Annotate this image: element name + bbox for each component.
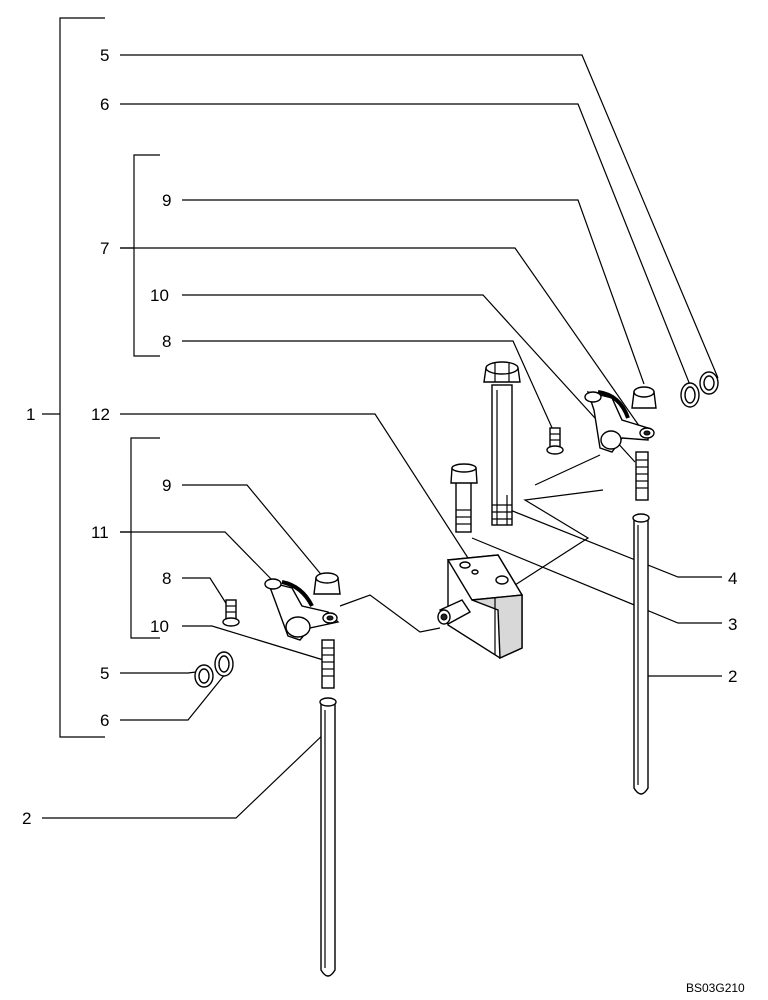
washer-left [214,651,234,677]
label-12: 12 [91,405,110,424]
label-10-top: 10 [150,286,169,305]
label-2-right: 2 [728,667,737,686]
long-bolt [483,361,521,526]
bracket-assembly-7 [120,154,160,357]
label-5-bottom: 5 [100,664,109,683]
label-10-bottom: 10 [150,617,169,636]
label-4: 4 [728,569,737,588]
label-5-top: 5 [100,46,109,65]
adjusting-screw-right [635,451,649,501]
leader-lines [42,54,722,819]
lock-nut-right [631,386,657,409]
callout-labels: 5 6 9 7 10 8 1 12 9 11 8 10 5 6 2 4 3 2 [22,46,737,828]
label-8-bottom: 8 [162,569,171,588]
label-6-top: 6 [100,95,109,114]
washer-right [680,382,700,408]
label-6-bottom: 6 [100,711,109,730]
label-1: 1 [26,405,35,424]
adjusting-screw-left [321,639,335,689]
rocker-arm-left [264,578,340,641]
bracket-assembly-1 [42,17,105,738]
lock-nut-left [313,572,341,595]
short-bolt [450,463,478,533]
push-rod-left [319,697,337,977]
snap-ring-right [699,371,719,395]
label-2-left: 2 [22,809,31,828]
label-7: 7 [100,239,109,258]
screw-right [546,427,564,455]
screw-left [222,599,240,627]
drawing-code: BS03G210 [686,981,745,995]
label-9-top: 9 [162,191,171,210]
label-3: 3 [728,615,737,634]
label-11: 11 [91,523,109,542]
label-8-top: 8 [162,332,171,351]
label-9-bottom: 9 [162,476,171,495]
rocker-bracket-block [437,554,524,660]
push-rod-right [632,513,650,795]
snap-ring-left [194,664,214,688]
rocker-arm-right [584,390,655,453]
bracket-assembly-11 [120,437,160,639]
